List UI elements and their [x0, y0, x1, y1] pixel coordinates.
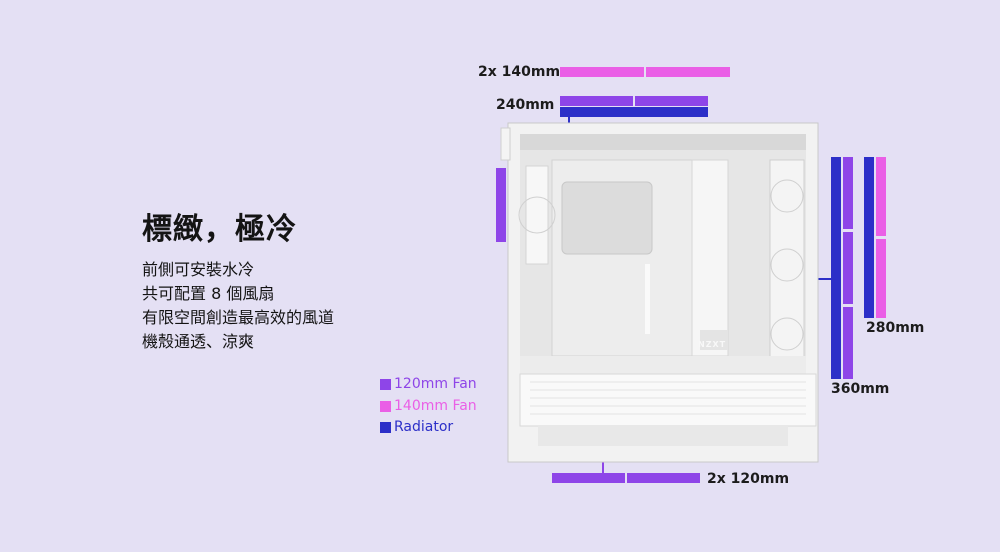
legend-label: 120mm Fan	[394, 376, 477, 392]
top-120mm-fan-bar	[635, 96, 708, 106]
legend: 120mm Fan 140mm Fan Radiator	[380, 374, 477, 439]
side-360mm-radiator-bar	[831, 157, 841, 379]
rear-120mm-fan-bar	[496, 168, 506, 242]
legend-swatch	[380, 422, 391, 434]
side-280mm-radiator-bar	[864, 157, 874, 318]
case-brand-logo: NZXT	[698, 340, 727, 349]
side-120mm-fan-bar	[843, 157, 853, 229]
top-140mm-fan-bar	[560, 67, 644, 77]
legend-label: 140mm Fan	[394, 397, 477, 414]
description-line: 前側可安裝水冷	[142, 260, 255, 279]
top-120mm-fan-bar	[560, 96, 633, 106]
description-line: 共可配置 8 個風扇	[142, 284, 275, 303]
legend-item-radiator: Radiator	[380, 417, 477, 439]
headline: 標緻，極冷	[142, 212, 297, 247]
legend-item-120mm-fan: 120mm Fan	[380, 374, 477, 396]
top-140mm-fan-bar	[646, 67, 730, 77]
label-top-2x140mm: 2x 140mm	[478, 64, 561, 80]
legend-swatch	[380, 400, 391, 412]
label-side-360mm: 360mm	[831, 381, 890, 397]
description-line: 有限空間創造最高效的風道	[142, 308, 335, 327]
side-140mm-fan-bar	[876, 239, 886, 318]
side-120mm-fan-bar	[843, 232, 853, 304]
bottom-120mm-fan-bar	[627, 473, 700, 483]
label-side-280mm: 280mm	[866, 320, 925, 336]
legend-label: Radiator	[394, 419, 454, 435]
side-140mm-fan-bar	[876, 157, 886, 236]
label-top-240mm: 240mm	[496, 97, 555, 113]
label-bottom-2x120mm: 2x 120mm	[707, 471, 790, 487]
legend-swatch	[380, 379, 391, 391]
side-120mm-fan-bar	[843, 307, 853, 379]
legend-item-140mm-fan: 140mm Fan	[380, 396, 477, 418]
pc-case-svg	[500, 122, 819, 463]
pc-case-illustration: NZXT	[500, 120, 830, 465]
description: 前側可安裝水冷 共可配置 8 個風扇 有限空間創造最高效的風道 機殼通透、涼爽	[142, 258, 334, 354]
description-line: 機殼通透、涼爽	[142, 332, 255, 351]
top-240mm-radiator-bar	[560, 107, 708, 117]
bottom-120mm-fan-bar	[552, 473, 625, 483]
